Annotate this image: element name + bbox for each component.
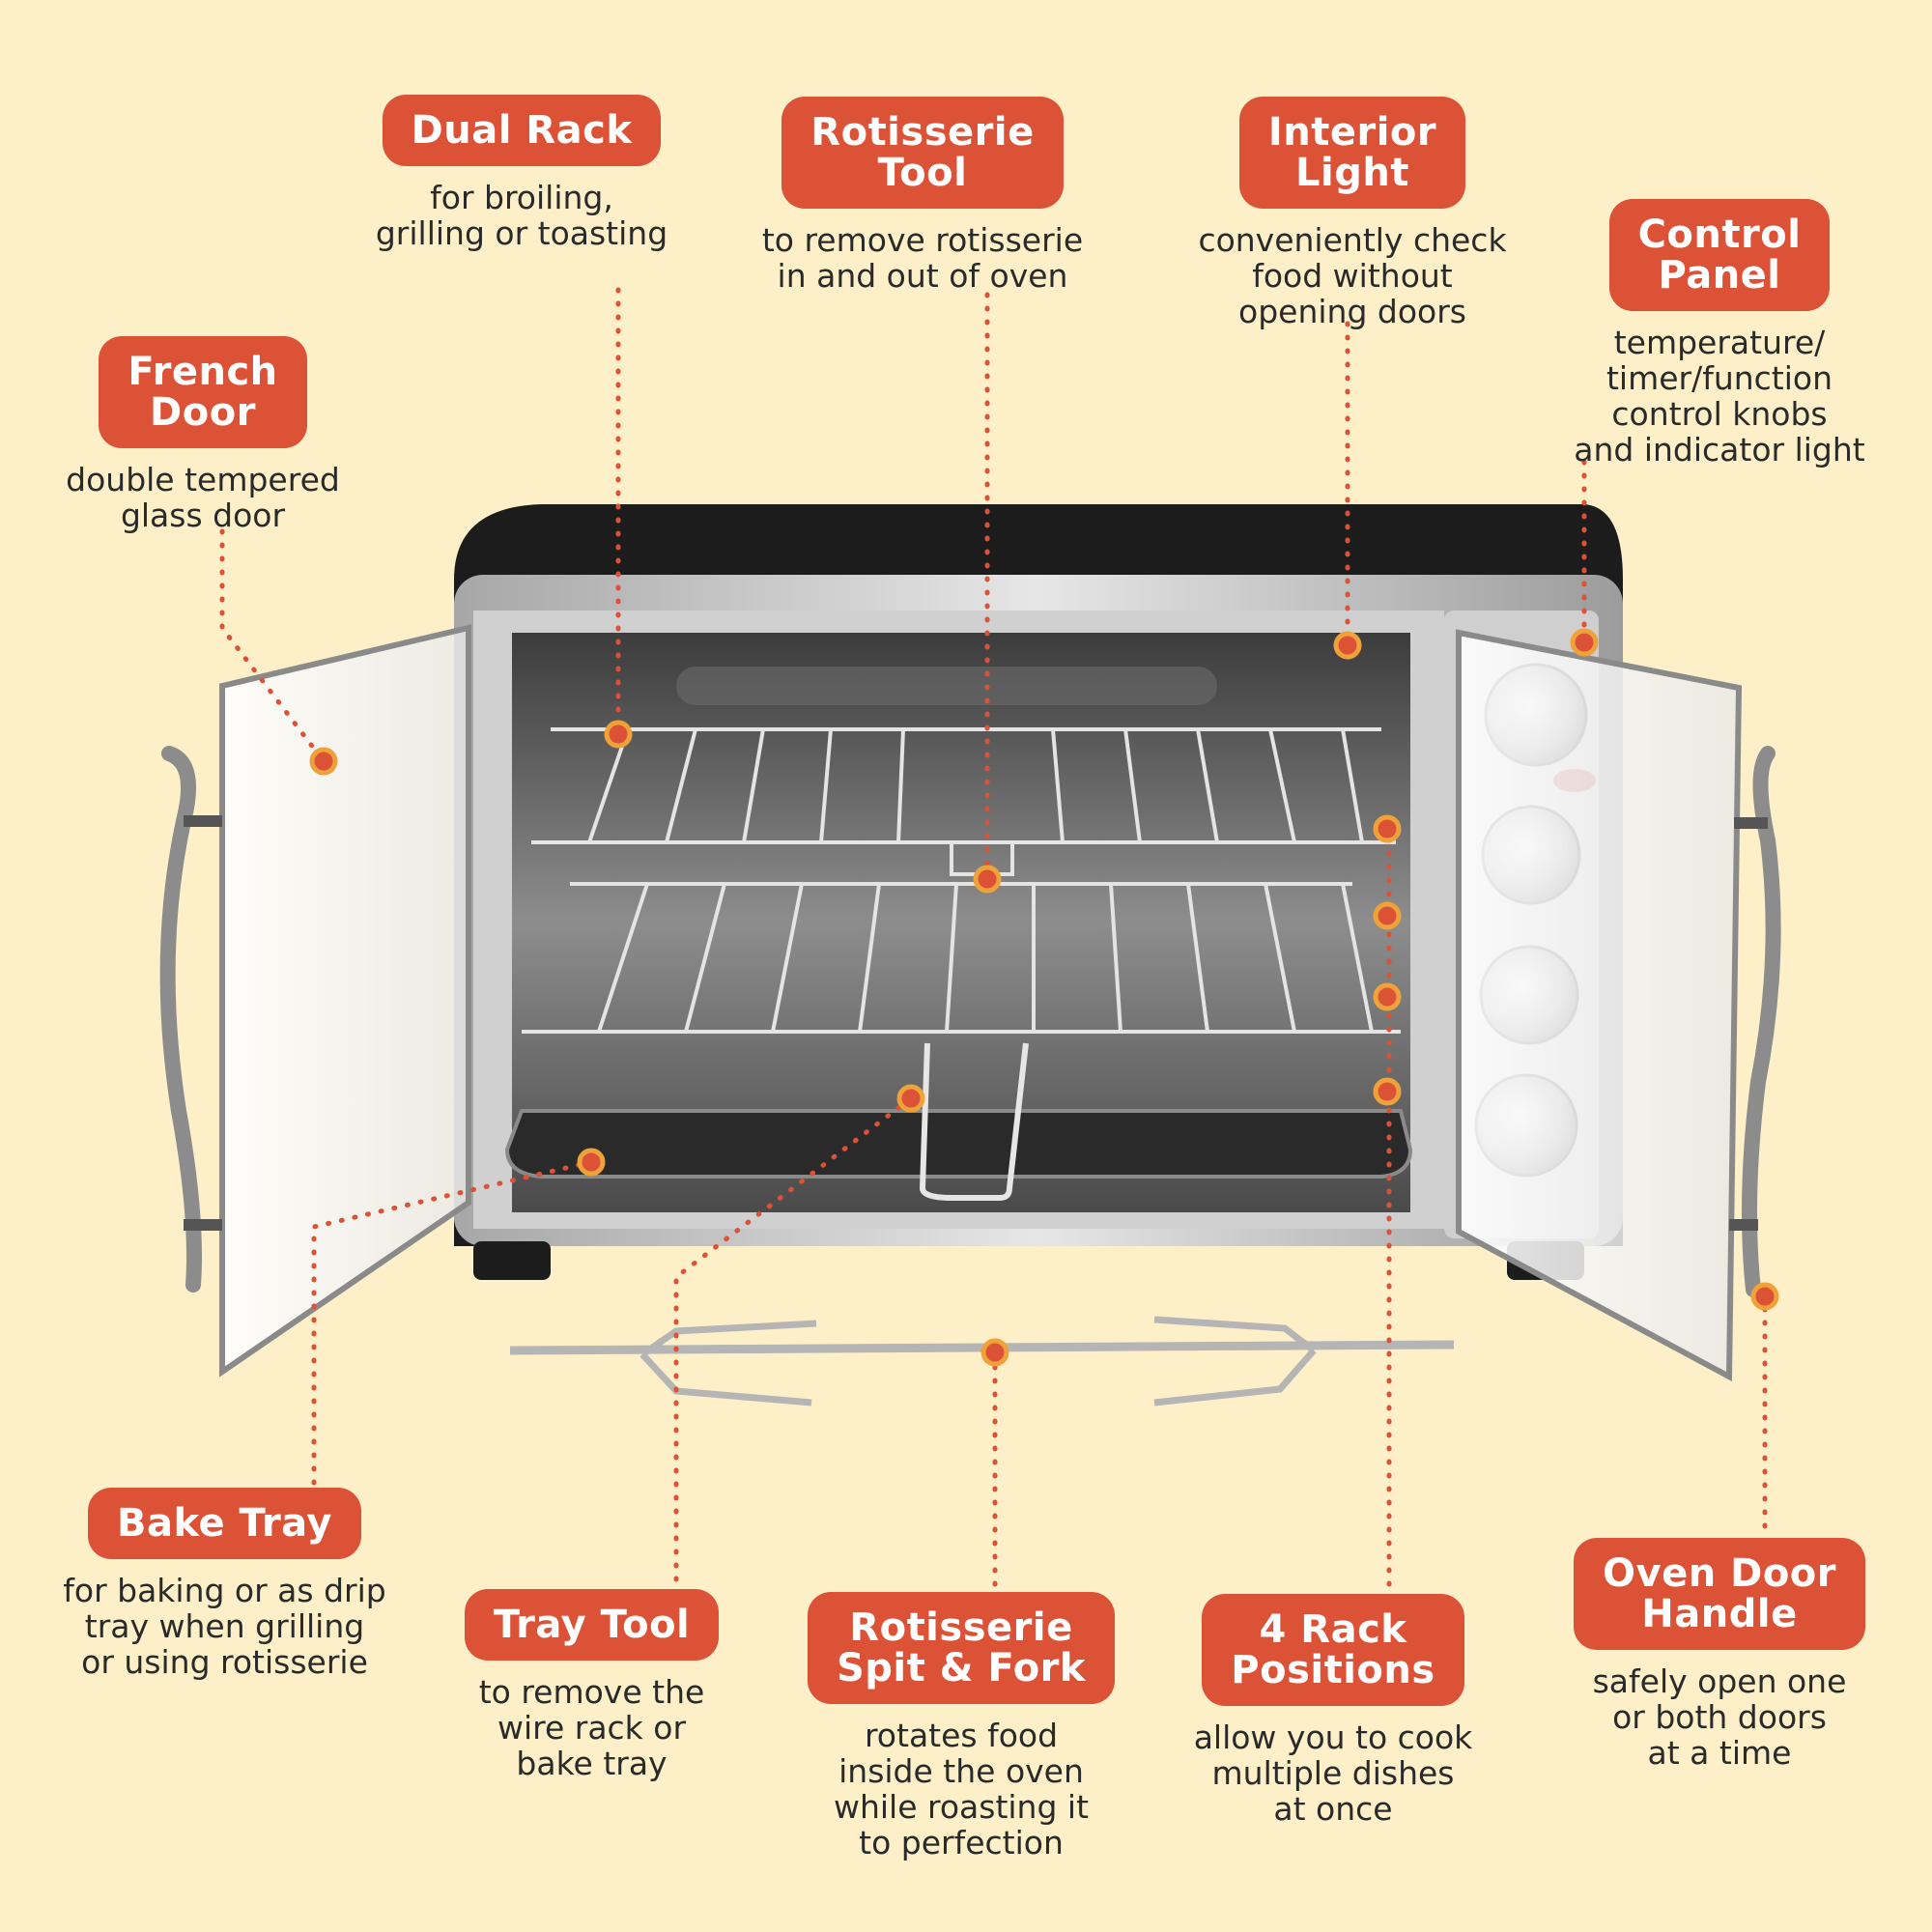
callout-rack-positions: 4 Rack Positions allow you to cook multi… bbox=[1159, 1594, 1507, 1827]
callout-spit-fork: Rotisserie Spit & Fork rotates food insi… bbox=[787, 1592, 1135, 1861]
callout-french-door: French Door double tempered glass door bbox=[39, 336, 367, 533]
callout-control-panel: Control Panel temperature/ timer/functio… bbox=[1546, 199, 1893, 468]
door-handle-desc: safely open one or both doors at a time bbox=[1592, 1662, 1847, 1772]
french-door-title: French Door bbox=[99, 336, 307, 448]
tray-tool-title: Tray Tool bbox=[464, 1589, 720, 1661]
spit-fork-title: Rotisserie Spit & Fork bbox=[807, 1592, 1116, 1704]
control-panel-title: Control Panel bbox=[1608, 199, 1831, 311]
rack-positions-desc: allow you to cook multiple dishes at onc… bbox=[1193, 1719, 1473, 1828]
callout-tray-tool: Tray Tool to remove the wire rack or bak… bbox=[425, 1589, 758, 1781]
rack-positions-title: 4 Rack Positions bbox=[1202, 1594, 1464, 1706]
lower-wire-rack bbox=[522, 882, 1401, 1034]
callout-rotisserie-tool: Rotisserie Tool to remove rotisserie in … bbox=[744, 97, 1101, 294]
callout-dual-rack: Dual Rack for broiling, grilling or toas… bbox=[357, 95, 686, 251]
tray-tool bbox=[919, 1042, 1029, 1201]
bake-tray bbox=[504, 1109, 1413, 1179]
interior-light-desc: conveniently check food without opening … bbox=[1198, 221, 1507, 330]
bake-tray-desc: for baking or as drip tray when grilling… bbox=[63, 1572, 386, 1681]
control-panel-desc: temperature/ timer/function control knob… bbox=[1574, 324, 1865, 469]
dual-rack-title: Dual Rack bbox=[382, 95, 662, 166]
rotisserie-spit-fork bbox=[509, 1316, 1455, 1406]
spit-fork-desc: rotates food inside the oven while roast… bbox=[833, 1717, 1090, 1861]
tray-tool-desc: to remove the wire rack or bake tray bbox=[478, 1673, 705, 1782]
callout-interior-light: Interior Light conveniently check food w… bbox=[1169, 97, 1536, 329]
rotisserie-tool-desc: to remove rotisserie in and out of oven bbox=[761, 221, 1084, 295]
marker-dots bbox=[309, 628, 1779, 1367]
leader-lines bbox=[219, 287, 1768, 1587]
rotisserie-tool-title: Rotisserie Tool bbox=[781, 97, 1064, 209]
french-door-desc: double tempered glass door bbox=[66, 461, 340, 534]
left-glass-door[interactable] bbox=[159, 624, 471, 1378]
bake-tray-title: Bake Tray bbox=[87, 1488, 361, 1559]
dual-rack-desc: for broiling, grilling or toasting bbox=[375, 179, 668, 252]
right-glass-door[interactable] bbox=[1456, 629, 1781, 1381]
callout-door-handle: Oven Door Handle safely open one or both… bbox=[1546, 1538, 1893, 1771]
door-handle-title: Oven Door Handle bbox=[1574, 1538, 1865, 1650]
callout-bake-tray: Bake Tray for baking or as drip tray whe… bbox=[39, 1488, 411, 1680]
interior-light-title: Interior Light bbox=[1238, 97, 1466, 209]
upper-wire-rack bbox=[531, 727, 1396, 876]
